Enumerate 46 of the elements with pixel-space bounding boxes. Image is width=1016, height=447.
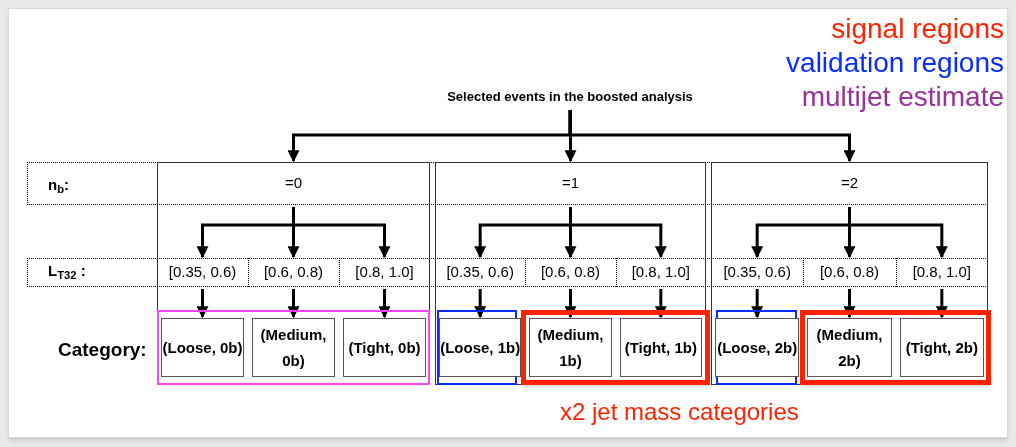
category-box: (Loose, 0b) [161,318,244,377]
highlight-frame [157,310,430,385]
range-cell: [0.35, 0.6) [435,258,526,287]
legend-entry: signal regions [831,12,1004,46]
range-cell: [0.6, 0.8) [525,258,616,287]
highlight-frame [800,310,991,385]
arrow [196,289,209,319]
category-box: (Medium, 2b) [807,318,892,377]
range-cell: [0.35, 0.6) [157,258,248,287]
category-box: (Tight, 0b) [343,318,426,377]
category-box: (Tight, 1b) [619,318,702,377]
arrow [292,207,391,259]
category-box: (Loose, 2b) [715,318,800,377]
arrow [654,289,667,319]
legend-entry: validation regions [786,46,1004,80]
legend-entry: multijet estimate [801,80,1004,114]
count-cell: =2 [711,162,988,205]
arrow [564,289,577,319]
arrow [569,207,667,259]
category-box: (Loose, 1b) [439,318,522,377]
range-cell: [0.35, 0.6) [711,258,804,287]
range-cell: [0.6, 0.8) [803,258,896,287]
highlight-frame [716,310,797,385]
arrow [843,289,856,319]
category-box: (Medium, 1b) [529,318,612,377]
range-cell: [0.8, 1.0] [615,258,706,287]
arrow [751,289,764,319]
start-label: Selected events in the boosted analysis [400,86,740,108]
arrow [568,110,856,163]
arrow [935,289,948,319]
row-label: Category: [58,338,147,362]
category-box: (Medium, 0b) [252,318,335,377]
range-cell: [0.6, 0.8) [248,258,339,287]
count-cell: =0 [157,162,430,205]
arrow [474,289,487,319]
range-cell: [0.8, 1.0] [339,258,430,287]
highlight-frame [521,310,710,385]
arrow [378,289,391,319]
count-cell: =1 [435,162,706,205]
note: x2 jet mass categories [560,397,799,427]
category-box: (Tight, 2b) [899,318,984,377]
arrow [287,289,300,319]
arrow [848,207,948,259]
row-label: n$_{b}$: [48,175,70,197]
range-cell: [0.8, 1.0] [895,258,988,287]
row-label: L$_{T32}$ : [48,261,86,283]
